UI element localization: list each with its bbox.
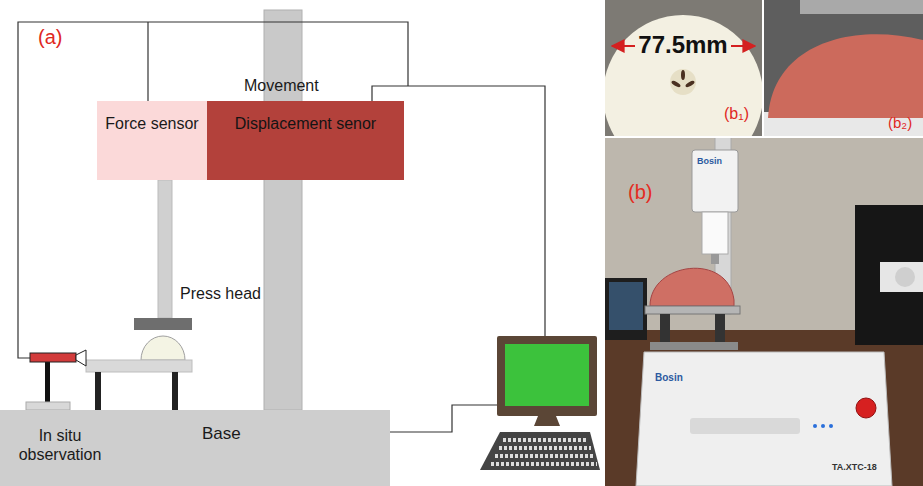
photo-screen: [609, 282, 643, 330]
guide-column: [264, 10, 302, 410]
keyboard-keys: [495, 454, 594, 458]
part-label: In situ observation: [8, 426, 112, 464]
apple-seed: [671, 80, 682, 88]
keyboard-keys: [491, 462, 597, 466]
emergency-button: [856, 398, 876, 418]
camera-lens: [76, 350, 86, 366]
signal-wire: [147, 22, 148, 101]
monitor-screen: [505, 344, 589, 406]
table-leg: [95, 372, 101, 410]
indicator-light: [813, 424, 817, 428]
camera-body: [30, 353, 76, 362]
monitor-stand: [534, 416, 560, 426]
brand-label: Bosin: [697, 156, 722, 167]
indicator-light: [829, 424, 833, 428]
photo-knob: [895, 267, 915, 287]
sensor-box: Displacement senor: [207, 101, 404, 180]
camera-plinth: [26, 402, 70, 410]
probe-rod: [158, 180, 172, 318]
part-label: Press head: [180, 284, 261, 303]
indicator-light: [821, 424, 825, 428]
press-plate: [800, 0, 923, 14]
control-panel: [690, 418, 800, 434]
sample-table: [86, 360, 192, 372]
table-leg: [172, 372, 178, 410]
panel-label: (b): [628, 180, 652, 204]
analyzer-cylinder: [702, 212, 728, 254]
model-label: TA.XTC-18: [832, 462, 877, 473]
keyboard: [480, 432, 600, 470]
inset-ground: [764, 0, 923, 136]
signal-wire: [390, 405, 497, 432]
apple-half: [650, 268, 734, 306]
panel-label: (a): [38, 25, 62, 49]
photo-apparatus: [880, 262, 923, 292]
platform-leg: [660, 314, 670, 344]
base-plate: [650, 342, 738, 350]
node-text: Displacement senor: [235, 114, 376, 133]
camera-stand: [45, 362, 50, 402]
sample-platform: [645, 306, 740, 314]
inset-divider: [605, 136, 923, 138]
apple-seed: [681, 70, 685, 80]
photo-monitor: [855, 205, 923, 345]
node-text: Base: [202, 424, 241, 444]
analyzer-head: [692, 150, 738, 212]
photo-monitor: [605, 278, 647, 340]
photo-desk: [605, 330, 923, 486]
node-text: Force sensor: [105, 114, 198, 133]
analyzer-base: [636, 352, 892, 486]
apple-half: [768, 34, 923, 118]
monitor-frame: [497, 336, 597, 416]
keyboard-keys: [503, 438, 587, 442]
motion-label: Movement: [244, 76, 319, 95]
panel-label: (b₂): [888, 114, 912, 132]
dimension-label: 77.5mm: [635, 31, 730, 60]
inset-divider: [762, 0, 764, 136]
apple-seed: [685, 80, 696, 88]
signal-wire: [18, 22, 408, 358]
apple-slice: [605, 15, 762, 136]
brand-label: Bosin: [655, 372, 683, 384]
keyboard-keys: [499, 446, 591, 450]
panel-label: (b₁): [724, 104, 749, 123]
apple-core: [670, 69, 696, 95]
analyzer-probe: [711, 254, 719, 264]
platform-leg: [715, 314, 725, 344]
apple-sample: [141, 336, 185, 360]
sensor-box: Force sensor: [97, 101, 207, 180]
press-head: [134, 318, 192, 330]
